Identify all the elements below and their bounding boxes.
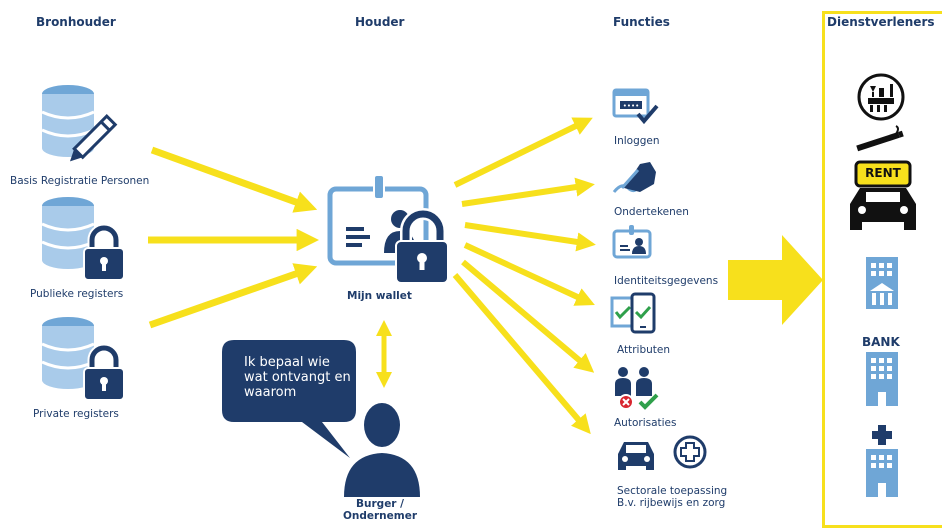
arrow-wallet-to-ondertekenen <box>461 177 595 207</box>
citizen-label-line1: Burger / <box>356 498 404 510</box>
speech-text: Ik bepaal wie wat ontvangt en waarom <box>244 355 351 400</box>
speech-bubble <box>222 340 356 458</box>
column-header-functies: Functies <box>613 15 670 29</box>
government-building-icon <box>866 257 898 309</box>
persons-check-icon <box>615 367 659 410</box>
svg-text:••••: •••• <box>623 102 640 110</box>
column-header-dienstverleners: Dienstverleners <box>827 15 935 29</box>
cigarette-icon <box>856 125 904 152</box>
function-label-ondertekenen: Ondertekenen <box>614 206 689 218</box>
rental-car-icon <box>850 160 916 230</box>
arrow-wallet-to-inloggen <box>453 117 593 188</box>
arrow-wallet-to-identiteit <box>464 222 596 252</box>
arrow-wallet-to-autorisaties <box>461 259 595 373</box>
provider-panel <box>822 11 942 528</box>
id-card-lock-icon <box>327 174 449 284</box>
big-arrow-to-providers <box>728 235 823 325</box>
bank-label: BANK <box>862 335 900 349</box>
phone-checklist-icon <box>610 292 656 334</box>
source-label-publiek: Publieke registers <box>30 288 124 300</box>
database-pen-icon <box>41 85 118 162</box>
bar-icon <box>857 73 905 121</box>
column-header-houder: Houder <box>355 15 405 29</box>
citizen-label: Burger / Ondernemer <box>340 498 420 522</box>
database-lock-icon <box>41 317 125 401</box>
id-card-icon <box>612 225 652 259</box>
function-label-sectoraal: Sectorale toepassing B.v. rijbewijs en z… <box>617 485 727 509</box>
function-label-autorisaties: Autorisaties <box>614 417 677 429</box>
function-label-sectoraal-line1: Sectorale toepassing <box>617 485 728 497</box>
car-medical-icon <box>618 435 707 470</box>
function-label-inloggen: Inloggen <box>614 135 660 147</box>
hospital-icon <box>866 425 898 497</box>
wallet-label: Mijn wallet <box>347 290 412 302</box>
source-label-privaat: Private registers <box>33 408 119 420</box>
database-lock-icon <box>41 197 125 281</box>
arrow-wallet-to-attributen <box>463 242 595 306</box>
function-label-attributen: Attributen <box>617 344 671 356</box>
arrow-brp-to-wallet <box>150 146 318 213</box>
function-label-sectoraal-line2: B.v. rijbewijs en zorg <box>617 497 726 509</box>
signature-hand-icon <box>612 162 656 193</box>
source-label-brp: Basis Registratie Personen <box>10 175 150 187</box>
bank-building-icon <box>866 352 898 406</box>
arrow-privaat-to-wallet <box>148 263 318 329</box>
person-icon <box>344 403 420 497</box>
login-window-icon: •••• <box>612 88 659 125</box>
arrow-wallet-to-sectoraal <box>452 273 591 435</box>
citizen-label-line2: Ondernemer <box>342 510 418 522</box>
rent-label: RENT <box>865 166 901 180</box>
function-label-identiteit: Identiteitsgegevens <box>614 275 719 287</box>
column-header-bronhouder: Bronhouder <box>36 15 116 29</box>
